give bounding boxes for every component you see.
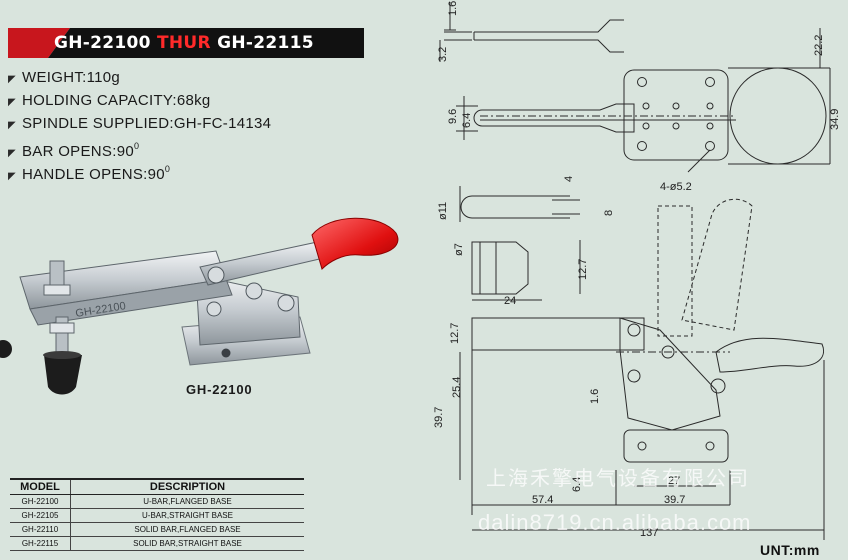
photo-caption: GH-22100: [186, 382, 253, 397]
dim-12-7-left: 12.7: [449, 323, 461, 344]
banner-title: GH-22100 THUR GH-22115: [54, 33, 314, 53]
triangle-bullet-icon: ◤: [8, 120, 16, 131]
technical-drawing: 1.6 3.2 22.2 34.9 9.6 6.4 4-ø5.2 4 8 ø11…: [433, 1, 841, 540]
dim-8: 8: [603, 210, 615, 216]
column-header-description: DESCRIPTION: [70, 478, 304, 495]
table-header-row: MODEL DESCRIPTION: [10, 478, 304, 495]
clamp-side-view: [459, 198, 825, 540]
dim-22-2: 22.2: [813, 35, 825, 56]
spec-holding-capacity: ◤HOLDING CAPACITY:68kg: [8, 89, 271, 112]
model-cell: GH-22115: [10, 536, 71, 551]
degree-mark: 0: [164, 164, 171, 174]
spec-bar-opens: ◤BAR OPENS:900: [8, 135, 271, 160]
banner-model-start: GH-22100: [54, 33, 151, 53]
description-cell: U-BAR,FLANGED BASE: [70, 494, 304, 509]
dim-6-4-top: 6.4: [461, 113, 473, 128]
dim-dia-11: ø11: [437, 202, 449, 220]
dim-39-7-left: 39.7: [433, 407, 445, 428]
watermark-company: 上海禾擎电气设备有限公司: [486, 466, 750, 490]
column-header-model: MODEL: [10, 478, 71, 495]
dim-24: 24: [504, 295, 516, 307]
triangle-bullet-icon: ◤: [8, 74, 16, 85]
dim-1-6-top: 1.6: [447, 1, 459, 16]
description-cell: U-BAR,STRAIGHT BASE: [70, 508, 304, 523]
handle-side-view: [456, 96, 736, 140]
watermark-url: dalin8719.cn.alibaba.com: [478, 510, 752, 535]
degree-mark: 0: [133, 141, 140, 151]
banner-model-end: GH-22115: [217, 33, 314, 53]
dim-dia-7: ø7: [453, 243, 465, 256]
title-banner: [8, 28, 364, 58]
dim-1-6-mid: 1.6: [589, 389, 601, 404]
description-cell: SOLID BAR,STRAIGHT BASE: [70, 536, 304, 551]
spec-handle-opens: ◤HANDLE OPENS:900: [8, 158, 271, 183]
dim-12-7-right: 12.7: [577, 259, 589, 280]
dim-25-4: 25.4: [451, 377, 463, 398]
spec-spindle: ◤SPINDLE SUPPLIED:GH-FC-14134: [8, 112, 271, 135]
triangle-bullet-icon: ◤: [8, 171, 16, 182]
triangle-bullet-icon: ◤: [8, 97, 16, 108]
clamp-product-image: GH-22100: [0, 217, 399, 395]
spec-weight: ◤WEIGHT:110g: [8, 66, 271, 89]
model-cell: GH-22105: [10, 508, 71, 523]
bar-top-view: [439, 2, 624, 62]
mounting-plate-view: [623, 28, 831, 173]
dim-34-9: 34.9: [829, 109, 841, 130]
banner-thur: THUR: [157, 33, 211, 53]
description-cell: SOLID BAR,FLANGED BASE: [70, 522, 304, 537]
dim-57-4: 57.4: [532, 494, 553, 506]
dim-holes: 4-ø5.2: [660, 181, 692, 193]
model-cell: GH-22100: [10, 494, 71, 509]
triangle-bullet-icon: ◤: [8, 148, 16, 159]
spec-list: ◤WEIGHT:110g ◤HOLDING CAPACITY:68kg ◤SPI…: [8, 66, 271, 183]
dim-27: 27: [668, 475, 680, 487]
ubar-end-view: [459, 186, 581, 301]
dim-9-6: 9.6: [447, 109, 459, 124]
dim-137: 137: [640, 527, 658, 539]
dim-3-2: 3.2: [437, 47, 449, 62]
dim-4: 4: [563, 176, 575, 182]
model-cell: GH-22110: [10, 522, 71, 537]
dim-6-4-bottom: 6.4: [571, 477, 583, 492]
unit-label: UNT:mm: [760, 542, 820, 558]
dim-39-7-bottom: 39.7: [664, 494, 685, 506]
